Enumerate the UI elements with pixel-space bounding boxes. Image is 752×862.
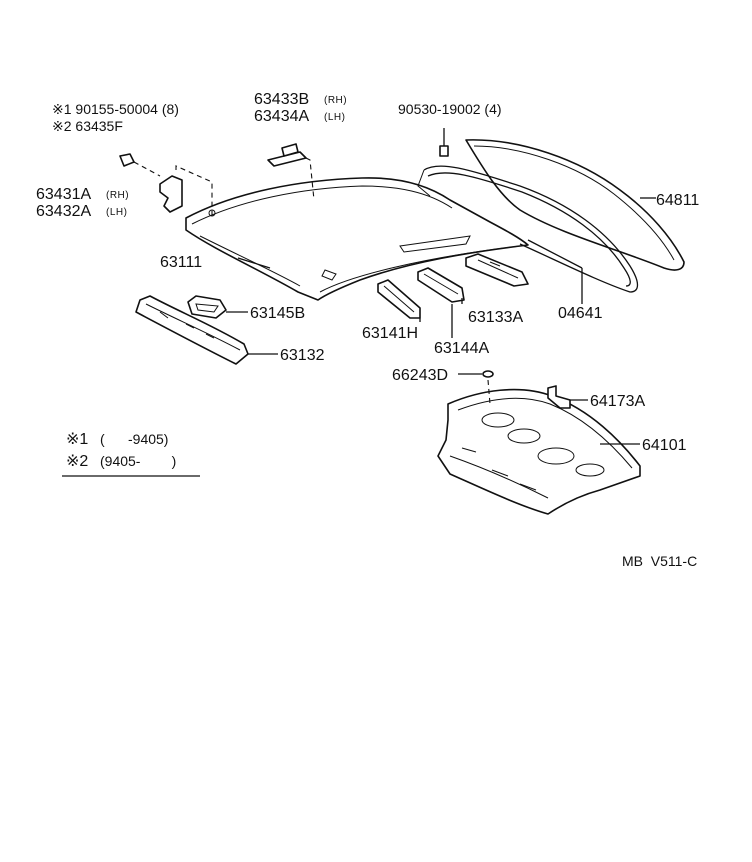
bracket-64173A	[547, 385, 571, 409]
callout-64811: 64811	[656, 192, 699, 209]
callout-90530: 90530-19002 (4)	[398, 101, 502, 117]
callout-63431A: 63431A	[36, 186, 91, 203]
bracket-63433B	[267, 143, 315, 201]
legend-row2-range: (9405- )	[100, 453, 176, 469]
legend-row1-mark: ※1	[66, 431, 88, 448]
callout-63133A: 63133A	[468, 309, 523, 326]
roof-bow-63141H	[377, 279, 421, 319]
callout-63433B-side: (RH)	[324, 95, 347, 106]
callout-63433B: 63433B	[254, 91, 309, 108]
back-window-glass	[465, 139, 685, 271]
callout-63145B: 63145B	[250, 305, 305, 322]
callout-63432A: 63432A	[36, 203, 91, 220]
callout-64101: 64101	[642, 437, 687, 454]
package-tray	[437, 388, 641, 515]
clip-90530	[439, 128, 449, 157]
callout-63132: 63132	[280, 347, 325, 364]
roof-panel	[185, 177, 529, 301]
callout-63111: 63111	[160, 254, 202, 271]
roof-bow-63133A	[465, 253, 529, 287]
callout-66243D: 66243D	[392, 367, 448, 384]
callout-63144A: 63144A	[434, 340, 489, 357]
callout-63434A: 63434A	[254, 108, 309, 125]
roof-bow-63144A	[417, 267, 465, 303]
callout-63141H: 63141H	[362, 325, 418, 342]
nut-90155	[119, 153, 161, 177]
bracket-63431A	[159, 165, 213, 216]
callout-90155: ※1 90155-50004 (8)	[52, 101, 179, 117]
diagram-code: MB V511-C	[622, 553, 697, 569]
callout-63432A-side: (LH)	[106, 207, 127, 218]
legend: ※1 ( -9405) ※2 (9405- )	[66, 431, 176, 470]
weatherstrip	[417, 165, 639, 293]
callout-63435F: ※2 63435F	[52, 118, 123, 134]
plug-66243D	[482, 370, 494, 405]
pad-63145B	[187, 295, 227, 319]
leader-lines	[62, 197, 656, 477]
callout-63434A-side: (LH)	[324, 112, 345, 123]
callout-04641: 04641	[558, 305, 603, 322]
legend-row1-range: ( -9405)	[100, 431, 168, 447]
legend-row2-mark: ※2	[66, 453, 88, 470]
callout-63431A-side: (RH)	[106, 190, 129, 201]
callout-64173A: 64173A	[590, 393, 645, 410]
